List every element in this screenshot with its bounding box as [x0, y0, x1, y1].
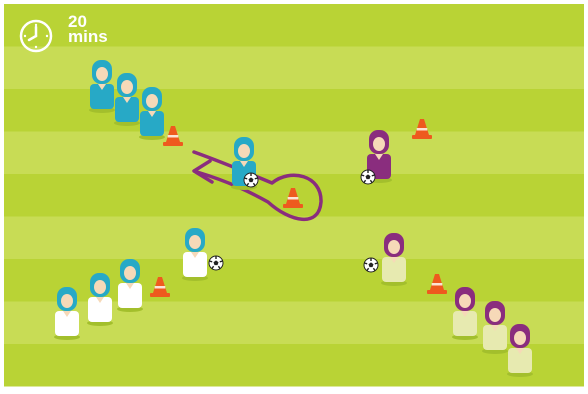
player-icon [452, 287, 478, 340]
player-icon [114, 73, 140, 126]
duration-unit: mins [68, 29, 108, 44]
player-icon [54, 287, 80, 340]
session-duration: 20 mins [68, 14, 108, 44]
player-icon [182, 228, 208, 281]
football-icon [361, 170, 375, 184]
football-icon [209, 256, 223, 270]
player-icon [482, 301, 508, 354]
player-icon [89, 60, 115, 113]
clock-icon [21, 21, 51, 51]
player-icon [117, 259, 143, 312]
player-icon [139, 87, 165, 140]
player-icon [507, 324, 533, 377]
football-icon [244, 173, 258, 187]
player-icon [381, 233, 407, 286]
football-icon [364, 258, 378, 272]
player-icon [87, 273, 113, 326]
